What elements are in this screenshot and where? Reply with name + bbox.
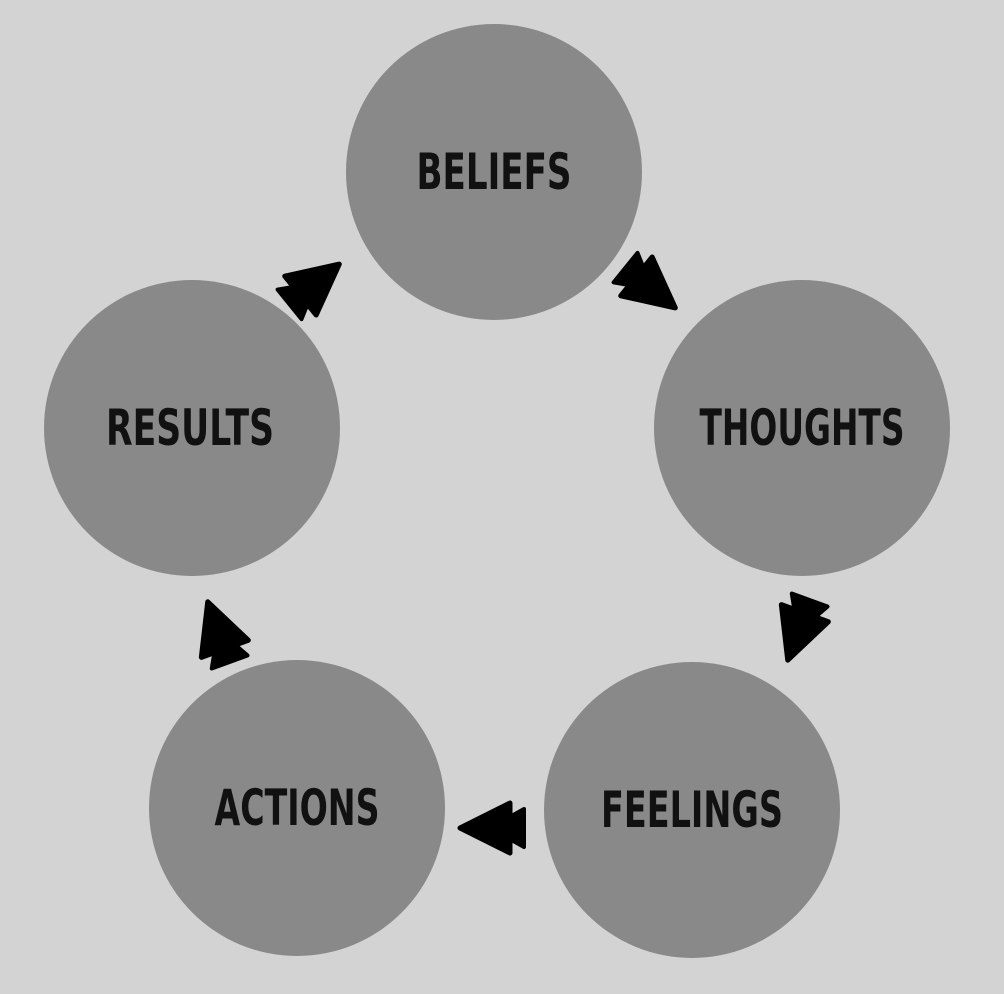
node-circle-actions [149,660,445,956]
arrow-tail-icon [789,591,830,634]
node-label-feelings: FEELINGS [601,781,783,839]
node-label-beliefs: BELIEFS [417,143,572,201]
arrow-tail-icon [209,628,250,671]
arrow-tail-icon [275,281,318,322]
node-results: RESULTS [44,280,340,576]
node-label-thoughts: THOUGHTS [700,399,905,457]
arrow-beliefs-to-thoughts [611,250,678,311]
node-circle-thoughts [654,280,950,576]
arrow-tail-icon [611,250,654,291]
node-circle-feelings [544,662,840,958]
node-thoughts: THOUGHTS [654,280,950,576]
arrow-feelings-to-actions [457,800,526,856]
node-label-results: RESULTS [106,399,274,457]
node-beliefs: BELIEFS [346,24,642,320]
node-actions: ACTIONS [149,660,445,956]
node-label-actions: ACTIONS [215,779,380,837]
arrow-results-to-beliefs [275,261,342,322]
node-circle-beliefs [346,24,642,320]
arrow-actions-to-results [198,599,251,671]
arrow-tail-icon [488,807,526,849]
node-circle-results [44,280,340,576]
node-feelings: FEELINGS [544,662,840,958]
arrow-thoughts-to-feelings [778,591,831,663]
